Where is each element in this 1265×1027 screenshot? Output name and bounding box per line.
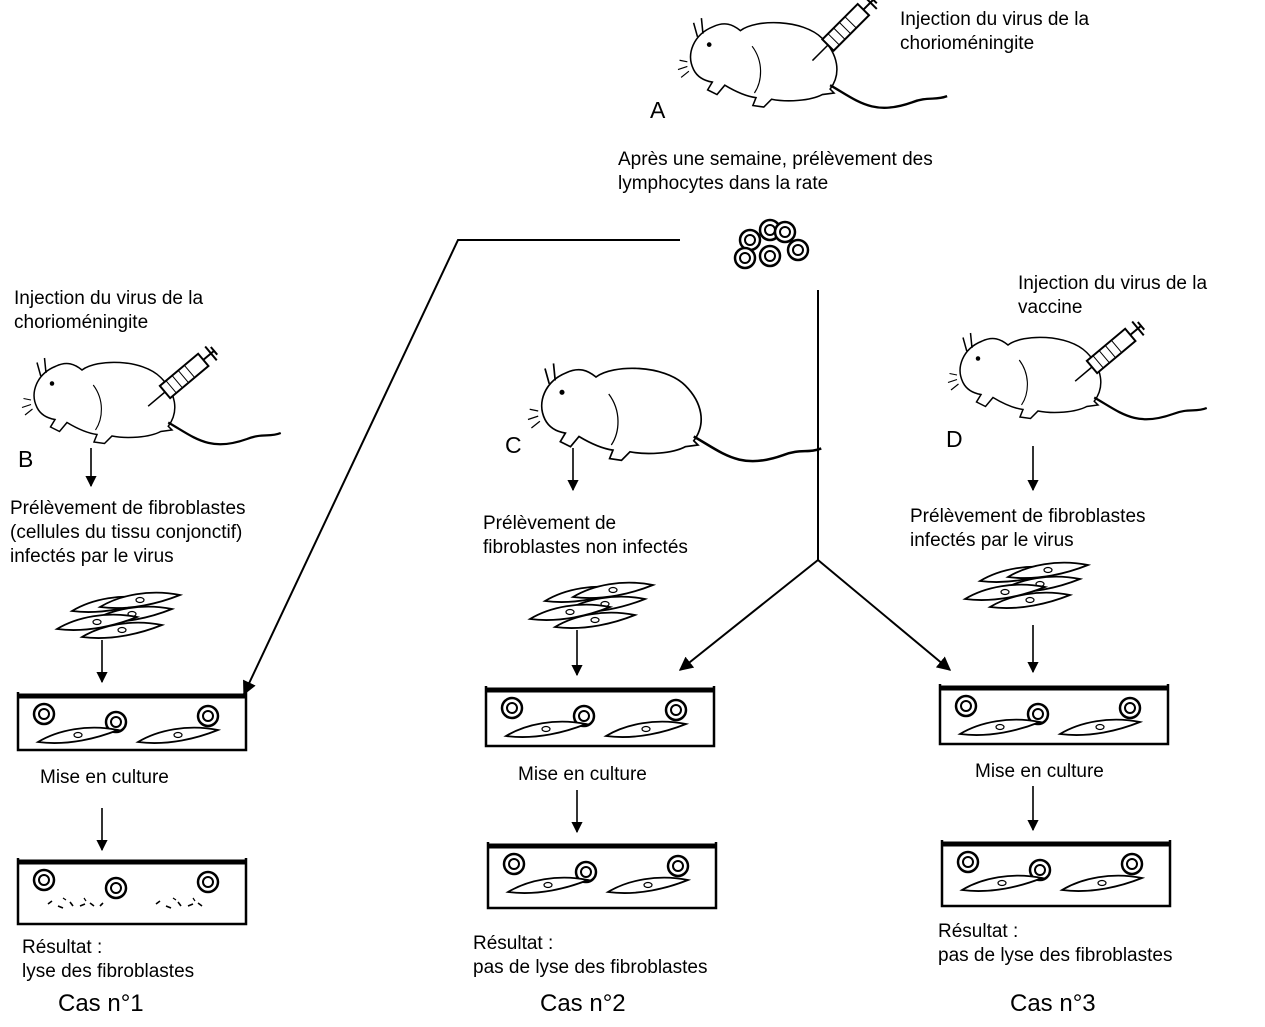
case2-culture-label: Mise en culture — [518, 764, 647, 785]
result-dish-case3 — [940, 840, 1172, 908]
case2-title: Cas n°2 — [540, 990, 626, 1017]
case1-title: Cas n°1 — [58, 990, 144, 1017]
rat-d — [946, 331, 1208, 421]
case3-culture-label: Mise en culture — [975, 761, 1104, 782]
case1-culture-label: Mise en culture — [40, 767, 169, 788]
fibroblasts-case1 — [57, 593, 180, 638]
case2-sampling-label: Prélèvement de fibroblastes non infectés — [483, 513, 688, 558]
culture-dish-case1 — [16, 692, 248, 752]
arrow-to-case3 — [817, 559, 952, 671]
rat-a-injection-label: Injection du virus de la chorioméningite — [900, 9, 1090, 54]
case1-sampling-label: Prélèvement de fibroblastes (cellules du… — [10, 498, 246, 567]
case3-title: Cas n°3 — [1010, 990, 1096, 1017]
rat-b-letter: B — [18, 446, 34, 472]
case3-injection-label: Injection du virus de la vaccine — [1018, 273, 1208, 318]
fibroblasts-case3 — [965, 563, 1088, 608]
case1-result-label: Résultat : lyse des fibroblastes — [22, 937, 195, 982]
line-to-case1 — [243, 239, 680, 696]
culture-dish-case2 — [484, 686, 716, 748]
rat-d-letter: D — [946, 426, 963, 452]
result-dish-case1 — [16, 858, 248, 926]
case2-result-label: Résultat : pas de lyse des fibroblastes — [473, 933, 708, 978]
lymphocyte-cluster — [733, 218, 810, 270]
rat-b — [20, 356, 282, 446]
case3-sampling-label: Prélèvement de fibroblastes infectés par… — [910, 506, 1146, 551]
result-dish-case2 — [486, 842, 718, 910]
rat-a-letter: A — [650, 97, 666, 123]
rat-c — [526, 362, 823, 463]
rat-c-letter: C — [505, 432, 522, 458]
rat-a-sampling-label: Après une semaine, prélèvement des lymph… — [618, 149, 933, 194]
arrow-to-case2 — [678, 559, 819, 671]
case3-result-label: Résultat : pas de lyse des fibroblastes — [938, 921, 1173, 966]
culture-dish-case3 — [938, 684, 1170, 746]
case1-injection-label: Injection du virus de la chorioméningite — [14, 288, 204, 333]
fibroblasts-case2 — [530, 583, 653, 628]
